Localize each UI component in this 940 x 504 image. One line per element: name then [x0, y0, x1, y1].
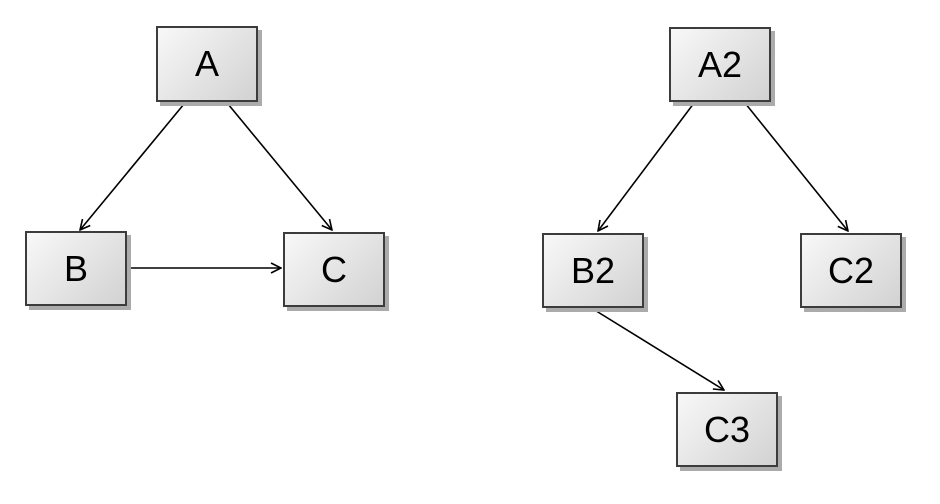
node-C3[interactable]: C3 [676, 392, 778, 467]
node-C[interactable]: C [283, 232, 385, 307]
node-A-label: A [194, 43, 219, 84]
edge-B2-C3 [592, 308, 724, 390]
node-B2[interactable]: B2 [542, 233, 644, 308]
node-B[interactable]: B [25, 231, 127, 306]
node-A2[interactable]: A2 [669, 27, 771, 102]
node-C2[interactable]: C2 [800, 233, 902, 308]
edge-A-C [227, 103, 332, 230]
node-B-label: B [63, 247, 88, 289]
node-A2-label: A2 [697, 43, 743, 85]
edge-A-B [80, 103, 185, 230]
node-C-label: C [321, 248, 347, 290]
edge-A2-C2 [744, 102, 848, 231]
node-C2-label: C2 [827, 249, 875, 291]
node-C3-label: C3 [703, 408, 751, 450]
node-A[interactable]: A [156, 26, 258, 102]
node-B2-label: B2 [570, 249, 616, 291]
edge-A2-B2 [598, 102, 695, 231]
